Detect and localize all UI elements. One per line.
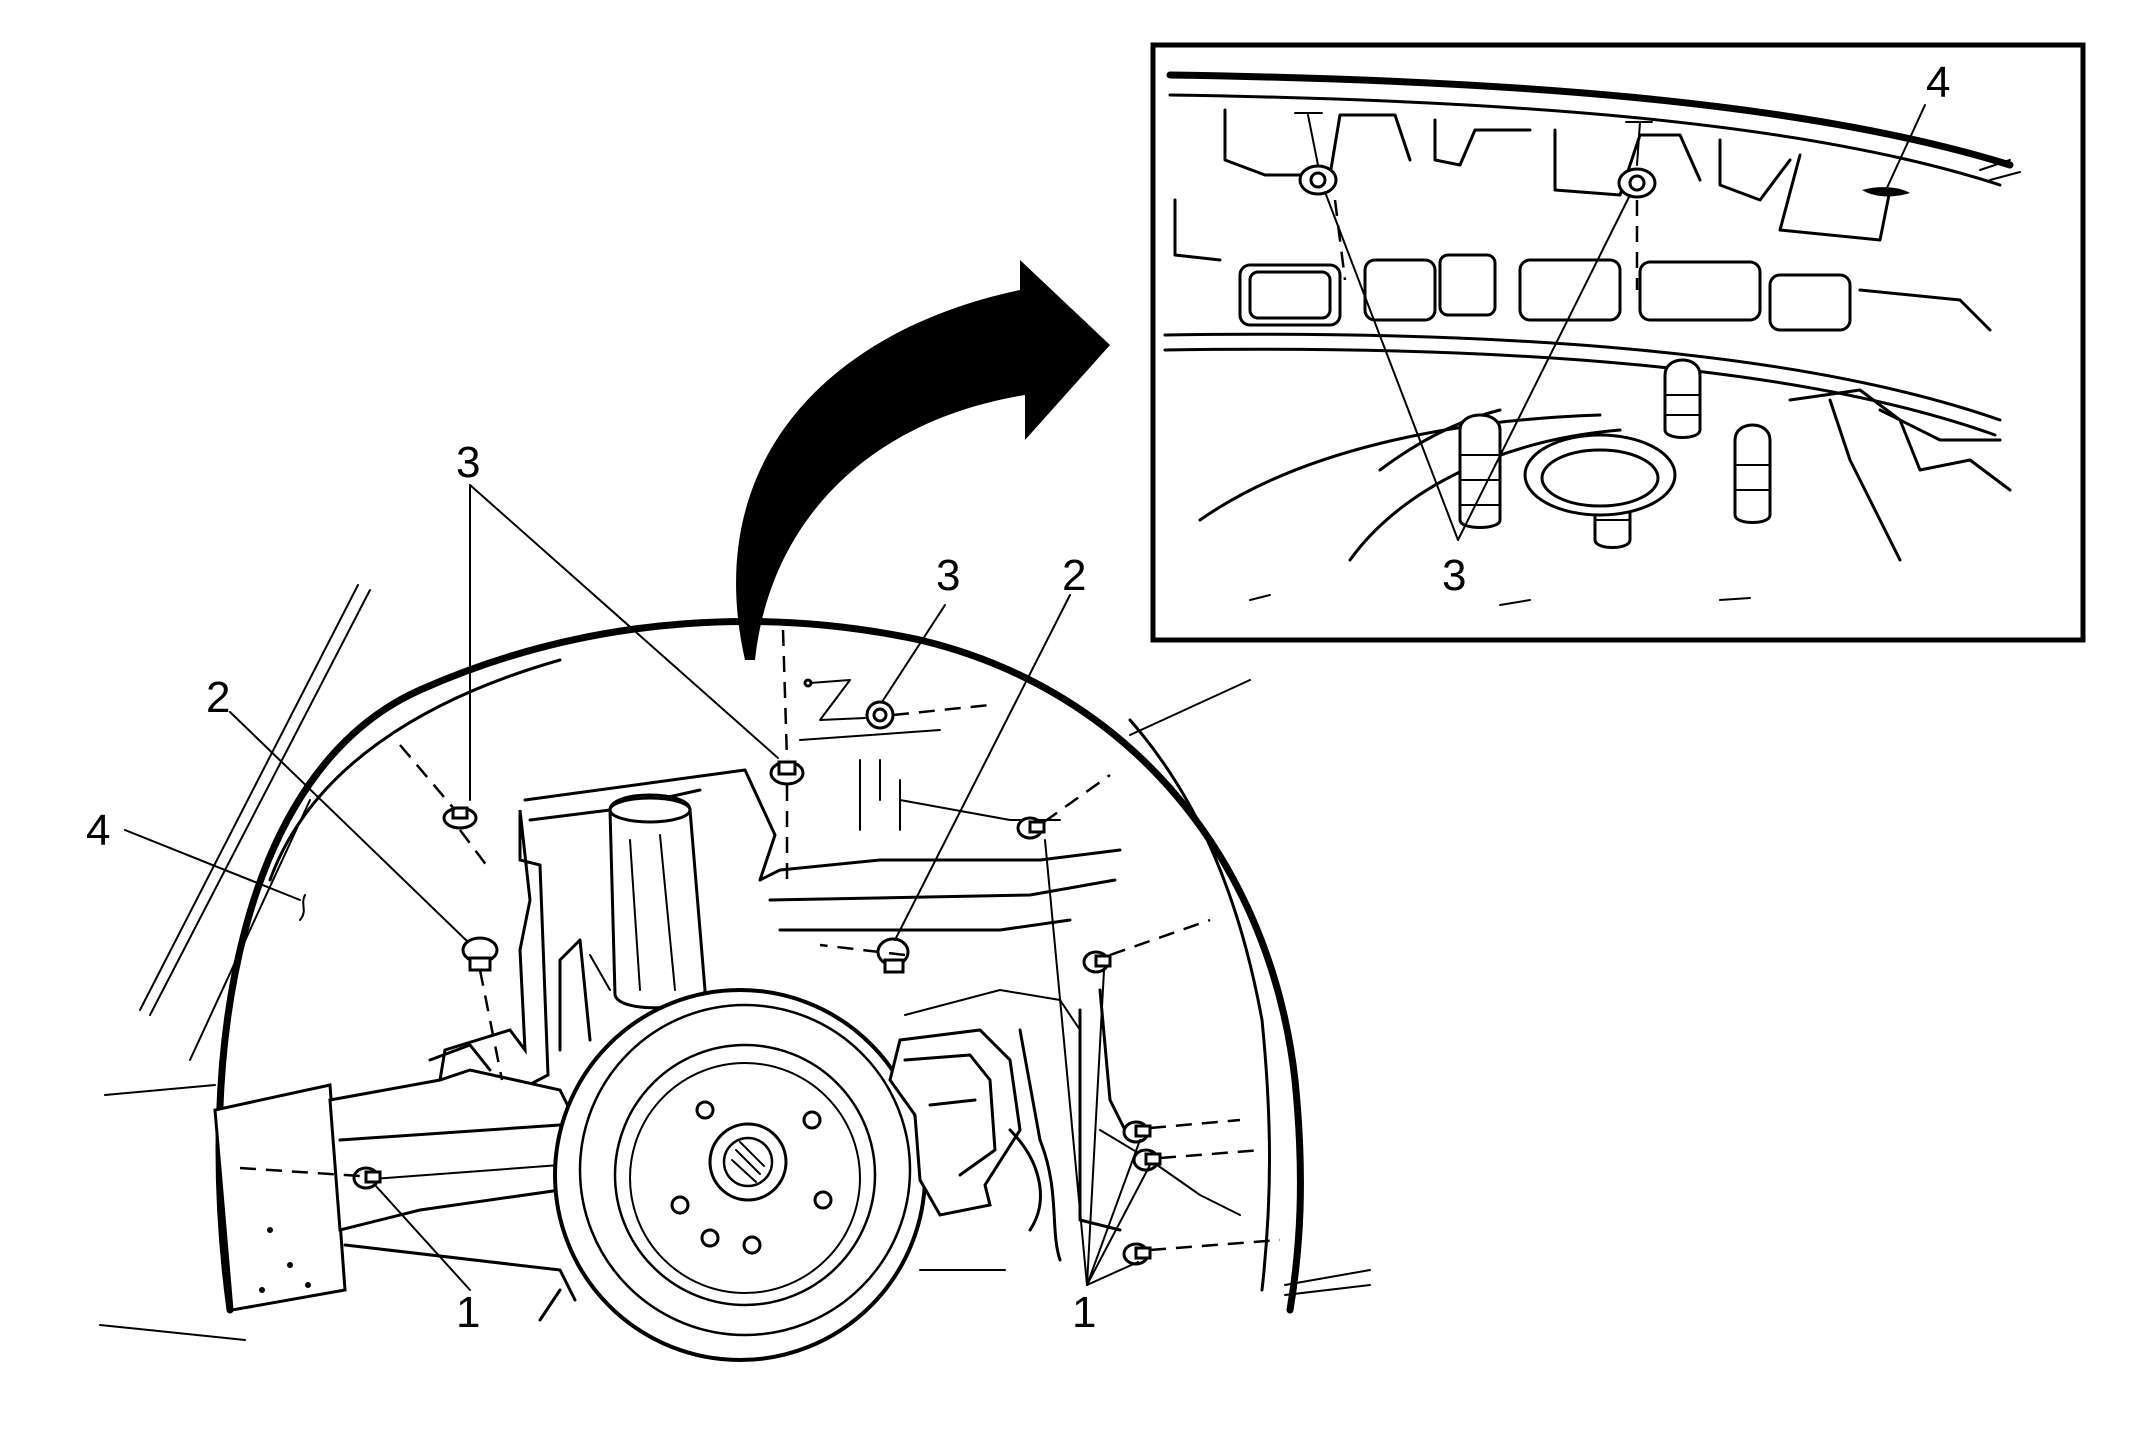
callout-3-top: 3 [456, 438, 480, 487]
plastic-rivet [461, 936, 499, 972]
main-illustration [99, 484, 1371, 1362]
push-pin-retainer [442, 806, 478, 830]
flap-holes [259, 1227, 311, 1293]
wheel-studs [670, 1100, 833, 1255]
callout-1-left: 1 [456, 1288, 480, 1337]
screw [1082, 950, 1112, 974]
push-pin-retainer [865, 700, 895, 730]
callout-4-left: 4 [86, 806, 110, 855]
screw [352, 1166, 382, 1190]
screw [1122, 1120, 1152, 1144]
screw [1122, 1242, 1152, 1266]
push-pin-retainer [1298, 164, 1338, 196]
strut-tower-panel [438, 809, 550, 1102]
liner-front-flap [213, 1083, 347, 1312]
bump-stop [1733, 423, 1772, 524]
leader-lines [124, 484, 1151, 1291]
brake-rotor [553, 988, 927, 1362]
bump-stop [1458, 413, 1502, 529]
detail-inset [1150, 42, 2086, 643]
inset-callout-3: 3 [1442, 551, 1466, 600]
callout-3-right: 3 [936, 551, 960, 600]
install-direction-lines [239, 629, 1281, 1252]
push-pin-retainer [1617, 167, 1657, 199]
inset-callout-4: 4 [1926, 58, 1950, 107]
push-pin-retainer [769, 760, 805, 786]
screw [1016, 816, 1046, 840]
callout-2-left: 2 [206, 673, 230, 722]
strut-body [608, 793, 707, 1010]
callout-1-right: 1 [1072, 1288, 1096, 1337]
zoom-arrow [736, 260, 1110, 660]
bump-stop [1663, 358, 1702, 439]
screw [1132, 1148, 1162, 1172]
callout-2-right: 2 [1062, 551, 1086, 600]
hub-splines [731, 1141, 765, 1183]
wheelhouse-liner-outer-edge [215, 618, 1304, 1314]
